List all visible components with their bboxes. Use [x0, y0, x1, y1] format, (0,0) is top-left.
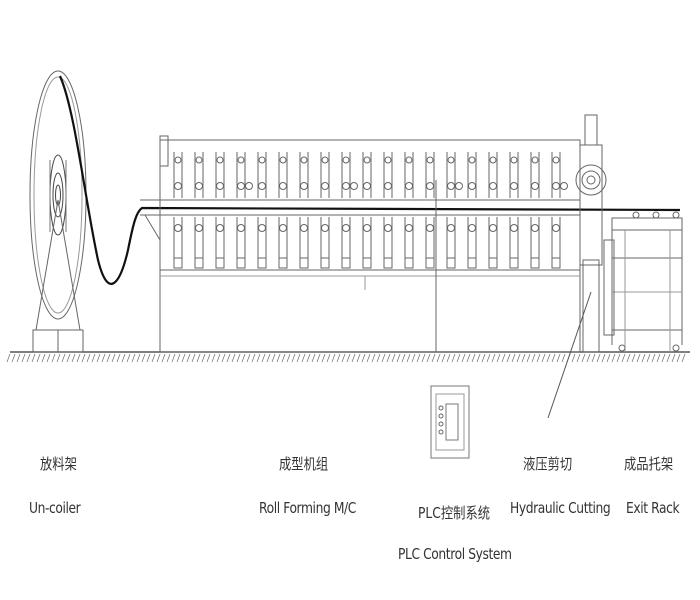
- plc-cabinet: [430, 385, 470, 459]
- roll-station: [341, 152, 358, 269]
- roll-forming-label-zh: 成型机组: [279, 455, 329, 473]
- exit-rack-label-en: Exit Rack: [626, 499, 680, 517]
- roll-station: [509, 152, 519, 269]
- roll-station: [173, 152, 183, 269]
- roll-forming-label-en: Roll Forming M/C: [259, 499, 356, 517]
- roll-station: [257, 152, 267, 269]
- uncoiler-label-en: Un-coiler: [29, 499, 81, 517]
- exit-rack: [603, 211, 683, 352]
- roll-station: [551, 152, 568, 269]
- roll-station: [194, 152, 204, 269]
- roll-station: [383, 152, 393, 269]
- hydraulic-cutting-label-en: Hydraulic Cutting: [510, 499, 611, 517]
- roll-station: [299, 152, 309, 269]
- roll-station: [236, 152, 253, 269]
- roll-station: [467, 152, 477, 269]
- uncoiler-label-zh: 放料架: [40, 455, 77, 473]
- exit-rack-label-zh: 成品托架: [624, 455, 674, 473]
- roll-station: [278, 152, 288, 269]
- roll-forming-machine: [140, 135, 581, 353]
- ground-base: [6, 351, 690, 363]
- hydraulic-cutter: [547, 114, 607, 419]
- roll-station: [425, 152, 435, 269]
- roll-station: [215, 152, 225, 269]
- plc-label-zh: PLC控制系统: [418, 504, 491, 522]
- roll-station: [530, 152, 540, 269]
- hydraulic-cutting-label-zh: 液压剪切: [523, 455, 573, 473]
- steel-strip: [58, 75, 681, 285]
- uncoiler-machine: [29, 70, 87, 353]
- roll-station: [404, 152, 414, 269]
- roll-station: [362, 152, 372, 269]
- roll-station: [446, 152, 463, 269]
- roll-station: [320, 152, 330, 269]
- plc-label-en: PLC Control System: [398, 545, 512, 563]
- roll-station: [488, 152, 498, 269]
